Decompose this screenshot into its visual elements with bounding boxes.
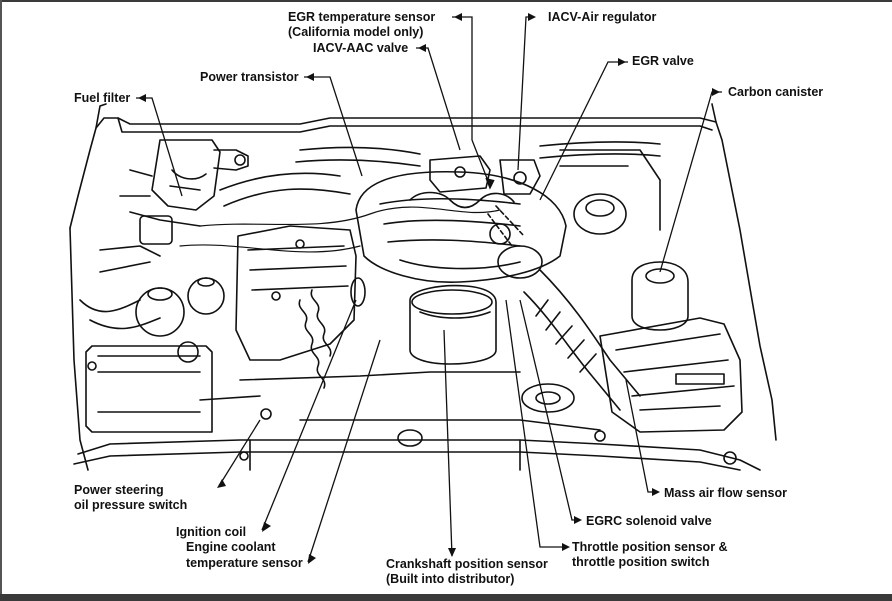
iacv-assembly (429, 155, 491, 193)
label-crankshaft-line2: (Built into distributor) (386, 572, 515, 586)
label-throttle-line2: throttle position switch (572, 555, 710, 569)
leader-engine-coolant (307, 339, 381, 563)
left-border (0, 0, 2, 601)
ignition-coil-body (350, 277, 366, 307)
label-iacv-aac-valve: IACV-AAC valve (313, 41, 409, 55)
leader-arrowheads (138, 13, 720, 564)
distributor (409, 284, 497, 365)
label-carbon-canister: Carbon canister (728, 85, 824, 99)
label-egr-temperature-sensor: EGR temperature sensor (288, 10, 436, 24)
throttle-chamber (497, 245, 543, 279)
bracket-left (139, 215, 173, 245)
label-engine-coolant-line2: temperature sensor (186, 556, 303, 570)
label-ignition-coil: Ignition coil (176, 525, 247, 539)
strut-tower-right (573, 193, 627, 235)
leader-iacv-aac (416, 47, 461, 151)
leader-ignition-coil (261, 299, 357, 531)
reservoir-left (135, 287, 185, 337)
cylinder-head-left (235, 225, 357, 361)
leader-lines (136, 16, 722, 563)
label-mass-air-flow-sensor: Mass air flow sensor (664, 486, 787, 500)
leader-egr-valve (539, 61, 628, 201)
leader-crankshaft (443, 329, 453, 557)
fuel-filter-body (151, 139, 221, 211)
leader-maf (625, 379, 658, 493)
label-iacv-air-regulator: IACV-Air regulator (548, 10, 657, 24)
reservoir-right (187, 277, 225, 315)
label-engine-coolant-line1: Engine coolant (186, 540, 276, 554)
intake-plenum (355, 170, 567, 284)
leader-iacv-air (517, 16, 534, 171)
leader-carbon-canister (659, 91, 722, 273)
engine-bay-outline (69, 117, 777, 441)
leader-power-steering (218, 419, 261, 487)
label-egrc-solenoid-valve: EGRC solenoid valve (586, 514, 712, 528)
leader-throttle (505, 299, 568, 548)
radiator-support (77, 439, 761, 471)
intake-duct (523, 269, 641, 411)
cap-ps (177, 341, 199, 363)
bottom-bar (0, 594, 892, 601)
label-power-steering-line2: oil pressure switch (74, 498, 188, 512)
coiled-hose (298, 299, 326, 389)
crank-pulley (521, 383, 575, 413)
battery-box (85, 345, 213, 433)
leader-egrc (519, 299, 580, 521)
label-egr-valve: EGR valve (632, 54, 694, 68)
label-power-transistor: Power transistor (200, 70, 299, 84)
label-power-steering-line1: Power steering (74, 483, 164, 497)
label-egr-temperature-sensor-note: (California model only) (288, 25, 424, 39)
wiring-harness (179, 206, 501, 253)
air-cleaner-box (599, 317, 743, 433)
label-fuel-filter: Fuel filter (74, 91, 131, 105)
carbon-canister-body (631, 261, 689, 331)
label-throttle-line1: Throttle position sensor & (572, 540, 728, 554)
label-crankshaft-line1: Crankshaft position sensor (386, 557, 548, 571)
top-border (0, 0, 892, 2)
